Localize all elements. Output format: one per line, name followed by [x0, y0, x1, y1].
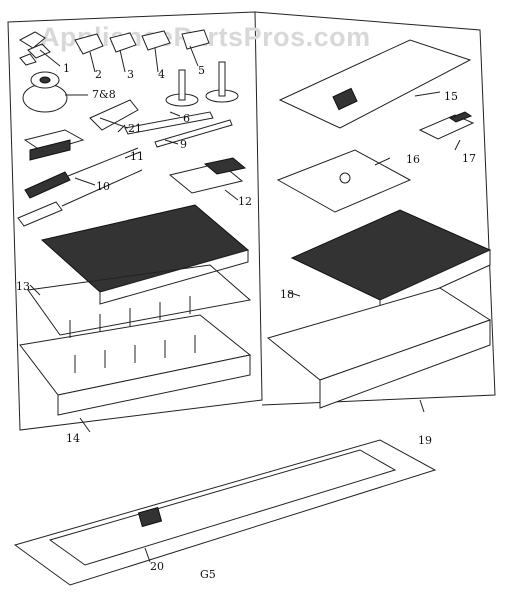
callout-4: 4 — [158, 68, 165, 81]
callout-9: 9 — [180, 138, 187, 151]
part-21-bracket[interactable] — [89, 99, 139, 131]
part-10-screwdriver[interactable] — [24, 147, 139, 199]
part-9-tools[interactable] — [124, 111, 233, 148]
callout-3: 3 — [127, 68, 134, 81]
callout-13: 13 — [16, 280, 30, 293]
callout-10: 10 — [96, 180, 110, 193]
part-15-tray[interactable] — [278, 39, 472, 129]
callout-6: 6 — [183, 112, 190, 125]
case-lid-right[interactable] — [290, 209, 492, 316]
needle-pack[interactable] — [23, 129, 85, 161]
callout-11: 11 — [130, 150, 144, 163]
part-3-foot[interactable] — [109, 32, 137, 53]
part-12-box[interactable] — [168, 157, 247, 194]
callout-19: 19 — [418, 434, 432, 447]
part-1-clips[interactable] — [18, 31, 51, 66]
callout-20: 20 — [150, 560, 164, 573]
callout-7-8: 7&8 — [92, 88, 116, 101]
case-tray-right[interactable] — [266, 287, 492, 409]
callout-1: 1 — [63, 62, 70, 75]
callout-18: 18 — [280, 288, 294, 301]
part-5-foot[interactable] — [181, 29, 210, 50]
callout-2: 2 — [95, 68, 102, 81]
callout-14: 14 — [66, 432, 80, 445]
callout-15: 15 — [444, 90, 458, 103]
callout-21: 21 — [128, 122, 142, 135]
sheet-code: G5 — [200, 568, 216, 581]
part-20-base-plate[interactable] — [13, 439, 437, 586]
left-panel — [7, 11, 263, 431]
case-lid-left[interactable] — [40, 204, 250, 305]
part-17-box[interactable] — [418, 111, 475, 140]
callout-5: 5 — [198, 64, 205, 77]
callout-16: 16 — [406, 153, 420, 166]
part-2-foot[interactable] — [74, 33, 104, 55]
callout-12: 12 — [238, 195, 252, 208]
part-11-screwdriver[interactable] — [17, 169, 143, 227]
callout-17: 17 — [462, 152, 476, 165]
callout-labels: 1 2 3 4 5 6 7&8 9 10 11 12 13 14 15 16 1… — [16, 62, 476, 581]
part-4-foot[interactable] — [141, 30, 171, 51]
part-7-8-bobbin[interactable] — [22, 71, 68, 113]
part-6-spool-pins[interactable] — [165, 61, 239, 107]
leader-lines — [29, 45, 461, 563]
spool-pin-rows — [69, 296, 196, 373]
part-16-plate[interactable] — [276, 149, 412, 213]
right-panel — [254, 11, 496, 406]
